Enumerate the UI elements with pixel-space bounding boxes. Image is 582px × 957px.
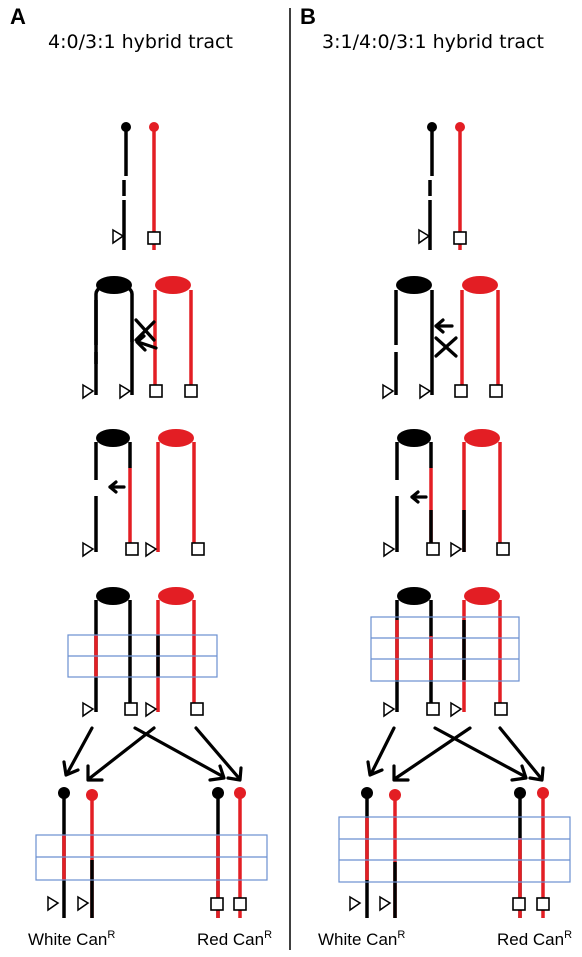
panel-a-stage-4 [67, 587, 218, 718]
hybrid-tract-box [338, 816, 571, 883]
panel-b-letter: B [300, 4, 316, 29]
panel-b-stage-5 [338, 787, 571, 918]
panel-a-letter: A [10, 4, 26, 29]
panel-b-stage-1 [418, 122, 467, 250]
panel-b-label-white: White CanR [318, 929, 405, 949]
panel-a-label-white: White CanR [28, 929, 115, 949]
panel-a-segregation-arrows [62, 726, 243, 782]
panel-a-label-red: Red CanR [197, 929, 272, 949]
panel-b-stage-2 [382, 276, 503, 400]
panel-a: A 4:0/3:1 hybrid tract [10, 4, 272, 949]
panel-a-title: 4:0/3:1 hybrid tract [48, 31, 233, 53]
panel-a-stage-2 [82, 276, 198, 400]
panel-b: B 3:1/4:0/3:1 hybrid tract [300, 4, 572, 949]
hybrid-tract-box [370, 616, 520, 682]
marker-triangle [112, 228, 125, 245]
panel-b-label-red: Red CanR [497, 929, 572, 949]
panel-a-stage-1 [112, 122, 161, 250]
panel-b-stage-4 [370, 587, 520, 718]
panel-b-stage-3 [383, 429, 510, 558]
panel-b-segregation-arrows [366, 726, 545, 782]
panel-a-stage-5 [35, 787, 268, 918]
panel-a-stage-3 [82, 429, 205, 558]
marker-square [147, 231, 161, 245]
panel-b-title: 3:1/4:0/3:1 hybrid tract [322, 31, 544, 53]
